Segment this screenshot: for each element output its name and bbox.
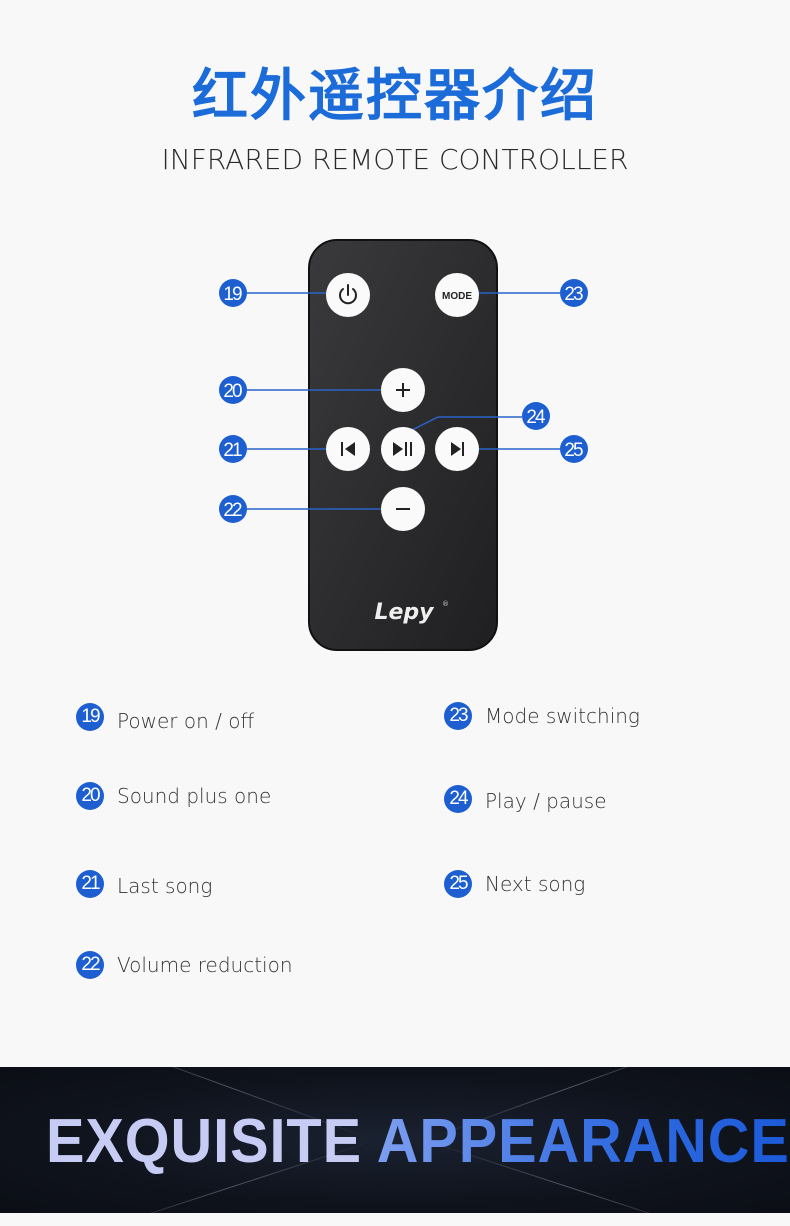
power-icon bbox=[339, 284, 357, 305]
callout-number: 22 bbox=[223, 500, 242, 521]
callout-badge-22 bbox=[219, 495, 247, 523]
legend-label: Next song bbox=[485, 872, 586, 896]
banner-word-1: EXQUISITE bbox=[46, 1107, 362, 1176]
legend-label: Volume reduction bbox=[117, 953, 293, 977]
next-icon bbox=[451, 442, 464, 456]
page-subtitle: INFRARED REMOTE CONTROLLER bbox=[161, 143, 629, 176]
legend-label: Play / pause bbox=[485, 789, 607, 813]
legend-item: 22 Volume reduction bbox=[76, 950, 293, 980]
callout-badge-24 bbox=[522, 402, 550, 430]
plus-icon bbox=[396, 383, 410, 397]
legend-item: 23 Mode switching bbox=[444, 701, 640, 731]
remote-diagram: MODE Lepy ® 19 20 21 22 23 24 25 bbox=[219, 239, 588, 651]
callout-number: 20 bbox=[223, 381, 242, 402]
legend-badge: 19 bbox=[76, 703, 104, 731]
legend-item: 19 Power on / off bbox=[76, 702, 255, 733]
legend-badge: 22 bbox=[76, 951, 104, 979]
legend-item: 25 Next song bbox=[444, 869, 585, 899]
callout-lines bbox=[247, 292, 560, 510]
callout-number: 21 bbox=[223, 440, 242, 461]
previous-icon bbox=[341, 442, 355, 456]
banner-word-2: APPEARANCE bbox=[376, 1107, 790, 1176]
legend-badge: 21 bbox=[76, 870, 104, 898]
legend-label: Mode switching bbox=[485, 704, 640, 728]
mode-button[interactable] bbox=[435, 273, 479, 317]
callout-number: 23 bbox=[564, 284, 583, 305]
legend-label: Power on / off bbox=[117, 709, 255, 733]
callout-badge-21 bbox=[219, 435, 247, 463]
callout-number: 24 bbox=[526, 407, 546, 428]
callout-badge-19 bbox=[219, 279, 247, 307]
banner-title: EXQUISITE APPEARANCE bbox=[46, 1107, 790, 1177]
callout-badge-23 bbox=[560, 279, 588, 307]
legend-badge: 25 bbox=[444, 870, 472, 898]
banner: EXQUISITE APPEARANCE bbox=[0, 1067, 790, 1213]
registered-mark: ® bbox=[442, 600, 449, 608]
legend-item: 21 Last song bbox=[76, 869, 212, 899]
brand-logo: Lepy bbox=[374, 600, 435, 625]
legend-badge: 20 bbox=[76, 782, 104, 810]
mode-label: MODE bbox=[442, 291, 472, 302]
play-pause-icon bbox=[393, 442, 412, 456]
legend-badge: 24 bbox=[444, 785, 472, 813]
callout-badge-20 bbox=[219, 376, 247, 404]
legend-badge: 23 bbox=[444, 702, 472, 730]
callout-number: 19 bbox=[223, 284, 242, 305]
page-title: 红外遥控器介绍 bbox=[192, 64, 598, 129]
legend-item: 24 Play / pause bbox=[444, 784, 607, 814]
callout-number: 25 bbox=[564, 440, 583, 461]
callout-badge-25 bbox=[560, 435, 588, 463]
legend-label: Sound plus one bbox=[117, 784, 272, 808]
legend-label: Last song bbox=[117, 874, 213, 898]
legend-item: 20 Sound plus one bbox=[76, 781, 271, 811]
